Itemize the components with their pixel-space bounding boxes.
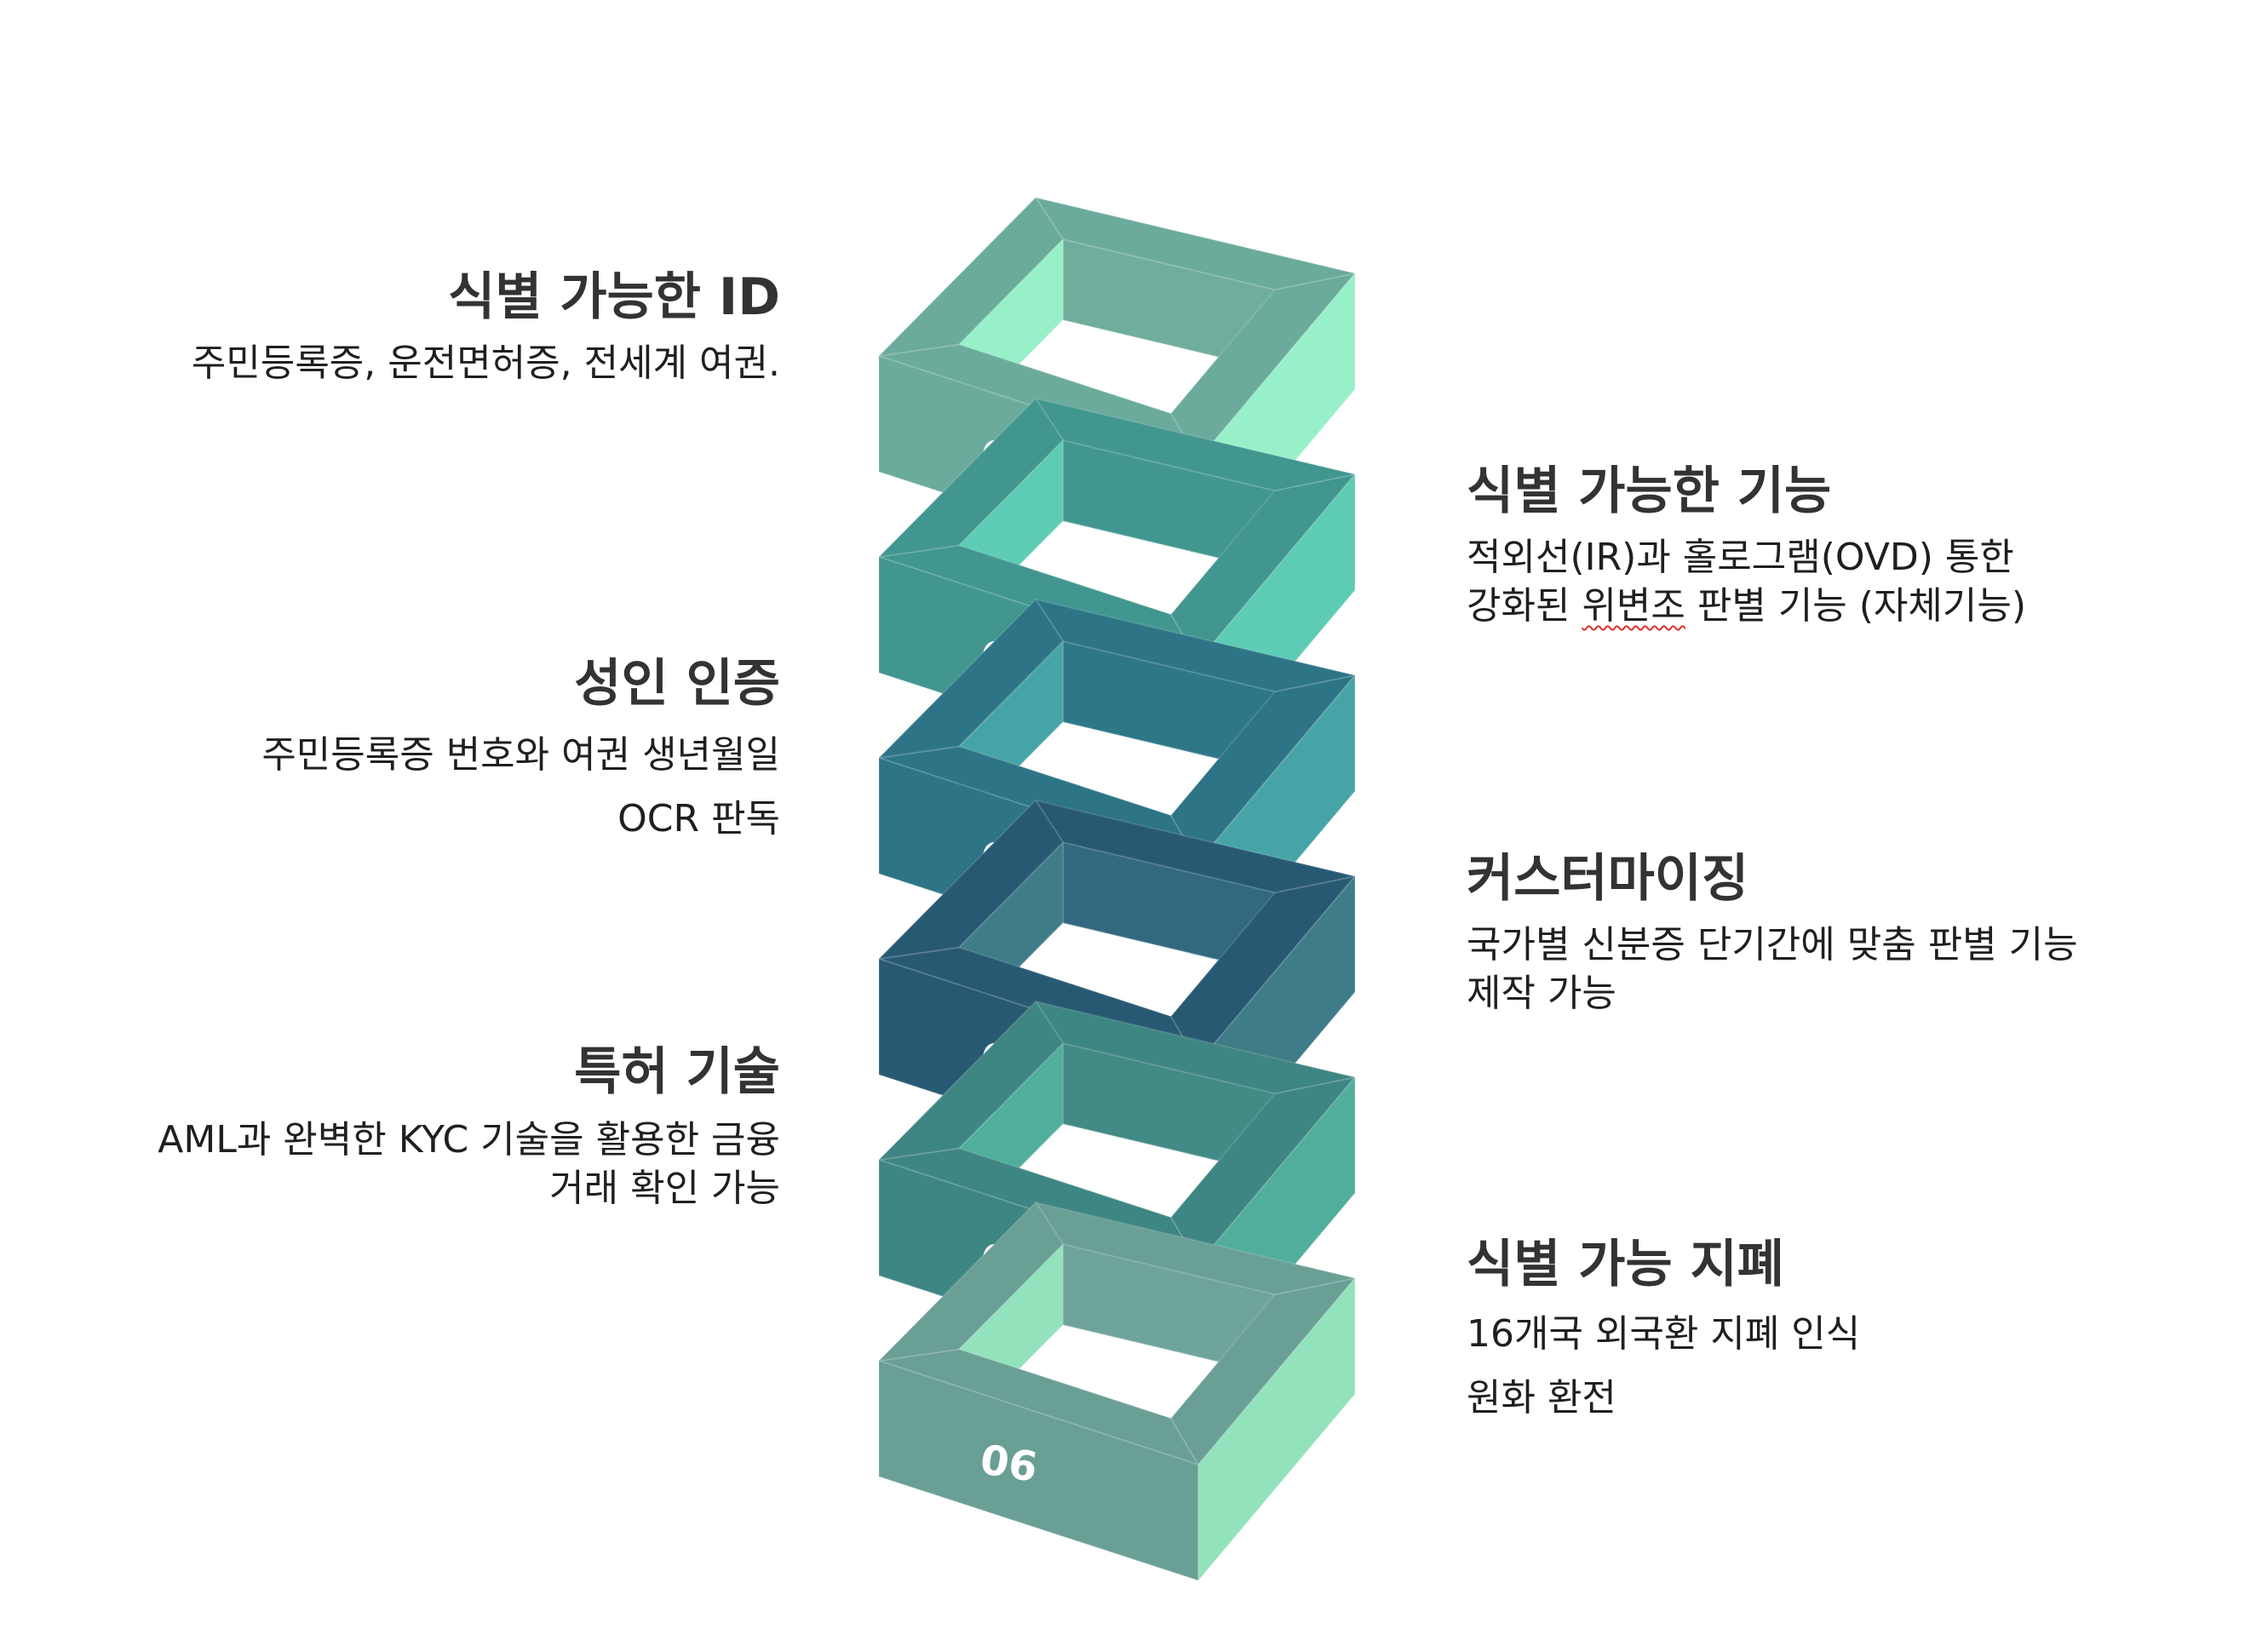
feature-identifiable-function: 식별 가능한 기능 적외선(IR)과 홀로그램(OVD) 통한 강화된 위변조 …	[1467, 460, 2026, 629]
feature-banknote-identification: 식별 가능 지폐 16개국 외국환 지폐 인식 원화 환전	[1467, 1233, 1860, 1421]
feature-identifiable-id: 식별 가능한 ID 주민등록증, 운전면허증, 전세계 여권.	[192, 266, 780, 387]
rim-left	[878, 1001, 1065, 1161]
spellcheck-underlined-word: 위변조	[1582, 584, 1685, 628]
stack-block-06: 06	[878, 1202, 1356, 1581]
feature-description-line: 적외선(IR)과 홀로그램(OVD) 통한	[1467, 536, 2014, 579]
feature-description-line: 원화 환전	[1467, 1376, 1616, 1420]
feature-description-line: OCR 판독	[617, 797, 780, 840]
feature-customizing: 커스터마이징 국가별 신분증 단기간에 맞춤 판별 기능 제작 가능	[1467, 847, 2078, 1017]
rim-left	[878, 599, 1065, 759]
feature-title: 특허 기술	[574, 1042, 780, 1102]
feature-description-line: 국가별 신분증 단기간에 맞춤 판별 기능	[1467, 923, 2078, 967]
block-number-label: 06	[977, 1436, 1041, 1492]
feature-description-line: 거래 확인 가능	[549, 1167, 780, 1210]
feature-title: 성인 인증	[574, 654, 780, 714]
feature-description-line: 제작 가능	[1467, 972, 1616, 1015]
feature-description: 주민등록증, 운전면허증, 전세계 여권.	[191, 341, 780, 385]
feature-description-line: 주민등록증 번호와 여권 생년월일	[261, 733, 780, 777]
feature-title: 식별 가능한 ID	[448, 267, 780, 327]
feature-patent-technology: 특허 기술 AML과 완벽한 KYC 기술을 활용한 금융 거래 확인 가능	[158, 1041, 780, 1212]
feature-description-line: 16개국 외국환 지폐 인식	[1467, 1312, 1861, 1356]
right-face	[1197, 1277, 1356, 1581]
rim-left	[878, 800, 1065, 960]
feature-title: 식별 가능한 기능	[1467, 462, 1832, 521]
rim-left	[878, 398, 1065, 558]
feature-title: 식별 가능 지폐	[1467, 1235, 1784, 1294]
rim-left	[878, 197, 1065, 357]
feature-description-line: AML과 완벽한 KYC 기술을 활용한 금융	[158, 1118, 780, 1162]
feature-title: 커스터마이징	[1467, 849, 1749, 909]
feature-description-line: 강화된 위변조 판별 기능 (자체기능)	[1467, 582, 2026, 629]
feature-adult-verification: 성인 인증 주민등록증 번호와 여권 생년월일 OCR 판독	[261, 652, 780, 842]
description-fragment: 강화된	[1467, 584, 1582, 628]
description-fragment: 판별 기능 (자체기능)	[1685, 584, 2027, 628]
rim-left	[878, 1202, 1065, 1362]
